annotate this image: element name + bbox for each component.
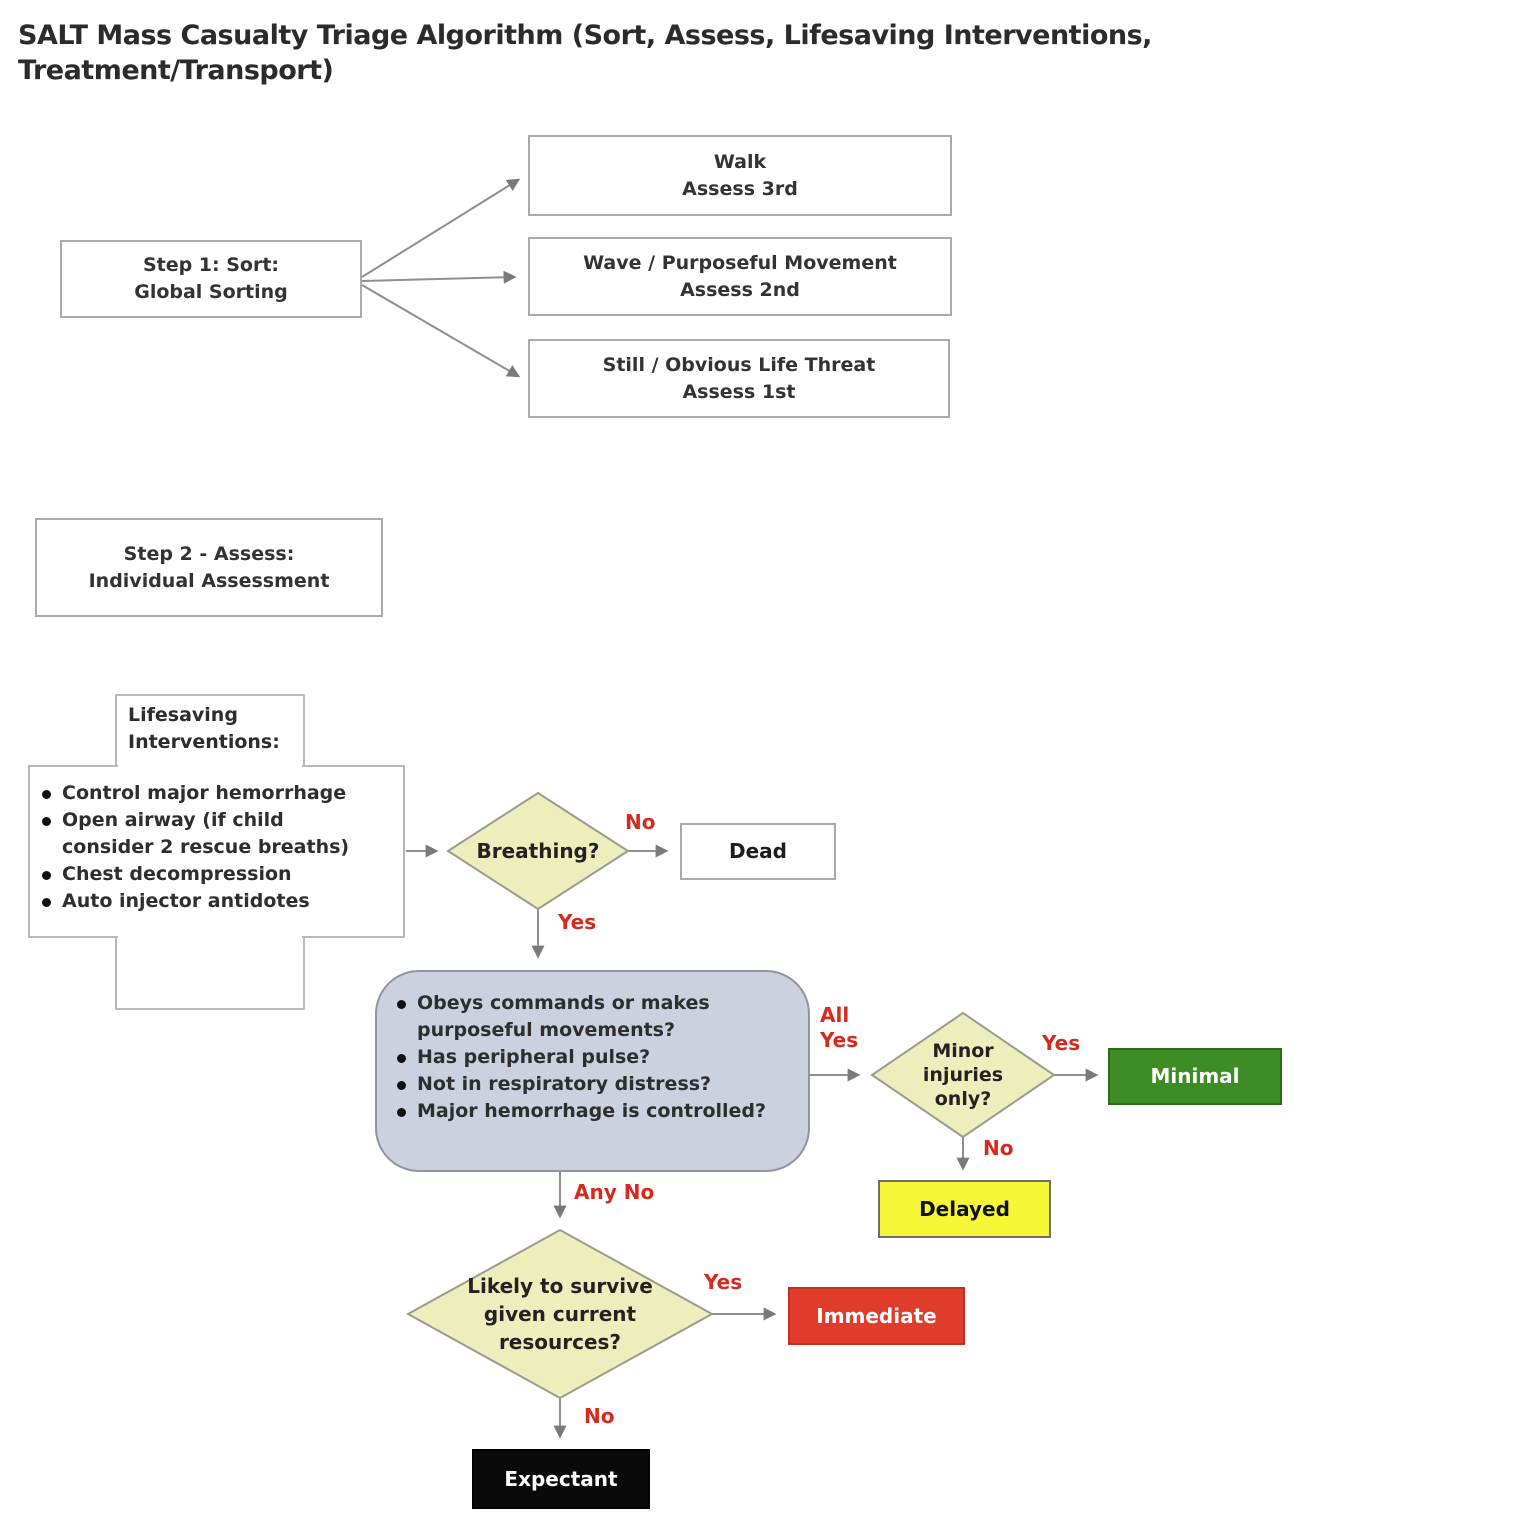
list-item: Obeys commands or makes purposeful movem… [397, 990, 797, 1044]
dead-outcome-box: Dead [680, 823, 836, 880]
branch-label-yes: Yes [1042, 1031, 1081, 1055]
minor-injuries-question-label: Minor injuries only? [922, 1040, 1004, 1110]
bullet-icon [397, 1054, 406, 1063]
branch-label-no: No [983, 1136, 1014, 1160]
step1-sort-box: Step 1: Sort: Global Sorting [60, 240, 362, 318]
arrow-sort-to-wave [361, 270, 517, 284]
minor-injuries-diamond [870, 1011, 1056, 1139]
list-item: Chest decompression [42, 861, 394, 888]
sort-outcome-still-box: Still / Obvious Life Threat Assess 1st [528, 339, 950, 418]
arrow-sort-to-walk [361, 178, 521, 278]
branch-label-any-no: Any No [574, 1180, 655, 1204]
assessment-item-list: Obeys commands or makes purposeful movem… [397, 990, 797, 1125]
bullet-icon [42, 817, 51, 826]
sort-outcome-wave-box: Wave / Purposeful Movement Assess 2nd [528, 237, 952, 316]
assessment-criteria-box [375, 970, 810, 1172]
minimal-outcome-box: Minimal [1108, 1048, 1282, 1105]
lifesaving-item: Open airway (if child consider 2 rescue … [62, 809, 350, 858]
bullet-icon [397, 1081, 406, 1090]
bullet-icon [42, 898, 51, 907]
step2-assess-box: Step 2 - Assess: Individual Assessment [35, 518, 383, 617]
immediate-outcome-box: Immediate [788, 1287, 965, 1345]
list-item: Control major hemorrhage [42, 780, 394, 807]
list-item: Auto injector antidotes [42, 888, 394, 915]
branch-label-all-yes: All Yes [820, 1003, 859, 1052]
bullet-icon [42, 871, 51, 880]
branch-label-yes: Yes [704, 1270, 743, 1294]
assessment-item: Major hemorrhage is controlled? [417, 1100, 767, 1122]
sort-outcome-walk-box: Walk Assess 3rd [528, 135, 952, 216]
list-item: Open airway (if child consider 2 rescue … [42, 807, 394, 861]
branch-label-no: No [625, 810, 656, 834]
bullet-icon [397, 1000, 406, 1009]
breathing-question-label: Breathing? [476, 839, 600, 863]
bullet-icon [397, 1108, 406, 1117]
arrow-sort-to-still [361, 284, 521, 378]
breathing-diamond [446, 791, 630, 911]
lifesaving-item: Control major hemorrhage [62, 782, 347, 804]
assessment-item: Has peripheral pulse? [417, 1046, 651, 1068]
border-eraser-top [118, 764, 302, 769]
branch-label-yes: Yes [558, 910, 597, 934]
likely-survive-diamond [405, 1228, 715, 1400]
branch-label-no: No [584, 1404, 615, 1428]
bullet-icon [42, 790, 51, 799]
list-item: Not in respiratory distress? [397, 1071, 797, 1098]
assessment-item: Not in respiratory distress? [417, 1073, 712, 1095]
page-title: SALT Mass Casualty Triage Algorithm (Sor… [18, 20, 1152, 87]
likely-survive-question-label: Likely to survive given current resource… [467, 1274, 653, 1354]
lifesaving-item-list: Control major hemorrhage Open airway (if… [42, 780, 394, 915]
delayed-outcome-box: Delayed [878, 1180, 1051, 1238]
list-item: Has peripheral pulse? [397, 1044, 797, 1071]
list-item: Major hemorrhage is controlled? [397, 1098, 797, 1125]
lifesaving-item: Chest decompression [62, 863, 292, 885]
expectant-outcome-box: Expectant [472, 1449, 650, 1509]
lifesaving-list-box [28, 765, 405, 938]
border-eraser-bottom [118, 934, 302, 939]
lifesaving-header-label: Lifesaving Interventions: [128, 704, 280, 753]
assessment-item: Obeys commands or makes purposeful movem… [417, 992, 710, 1041]
lifesaving-item: Auto injector antidotes [62, 890, 310, 912]
